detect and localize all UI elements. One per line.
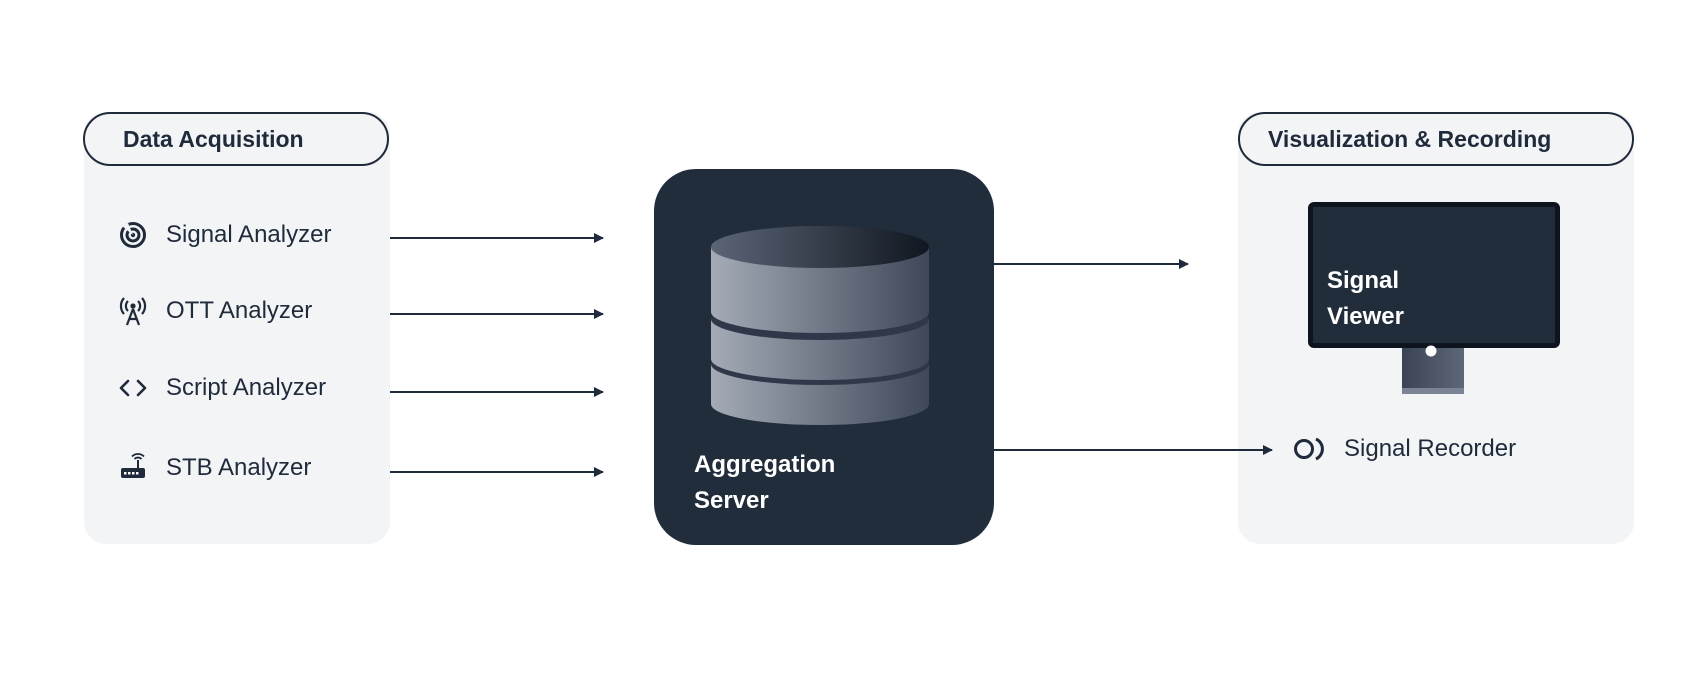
router-icon bbox=[118, 453, 148, 483]
script-analyzer-item: Script Analyzer bbox=[118, 373, 326, 403]
signal-viewer-label: Signal Viewer bbox=[1327, 263, 1527, 335]
antenna-tower-icon bbox=[118, 296, 148, 326]
aggregation-server: Aggregation Server bbox=[654, 169, 994, 545]
server-label-line2: Server bbox=[694, 487, 769, 514]
script-analyzer-label: Script Analyzer bbox=[166, 374, 327, 401]
database-icon bbox=[711, 226, 929, 425]
signal-viewer-line2: Viewer bbox=[1327, 303, 1404, 330]
monitor-stand bbox=[1402, 345, 1464, 394]
signal-viewer-monitor: Signal Viewer bbox=[1308, 202, 1560, 348]
code-brackets-icon bbox=[118, 373, 148, 403]
signal-analyzer-icon bbox=[118, 220, 148, 250]
signal-viewer-line1: Signal bbox=[1327, 267, 1400, 294]
ott-analyzer-label: OTT Analyzer bbox=[166, 297, 313, 324]
signal-recorder-label: Signal Recorder bbox=[1344, 435, 1517, 462]
stb-analyzer-item: STB Analyzer bbox=[118, 453, 311, 483]
server-label: Aggregation Server bbox=[694, 447, 894, 519]
signal-analyzer-item: Signal Analyzer bbox=[118, 220, 331, 250]
record-icon bbox=[1292, 434, 1326, 464]
data-acquisition-title: Data Acquisition bbox=[83, 112, 389, 166]
server-label-line1: Aggregation bbox=[694, 451, 836, 478]
signal-analyzer-label: Signal Analyzer bbox=[166, 221, 332, 248]
visualization-recording-title: Visualization & Recording bbox=[1238, 112, 1634, 166]
signal-recorder-item: Signal Recorder bbox=[1292, 434, 1516, 464]
ott-analyzer-item: OTT Analyzer bbox=[118, 296, 312, 326]
stb-analyzer-label: STB Analyzer bbox=[166, 454, 312, 481]
